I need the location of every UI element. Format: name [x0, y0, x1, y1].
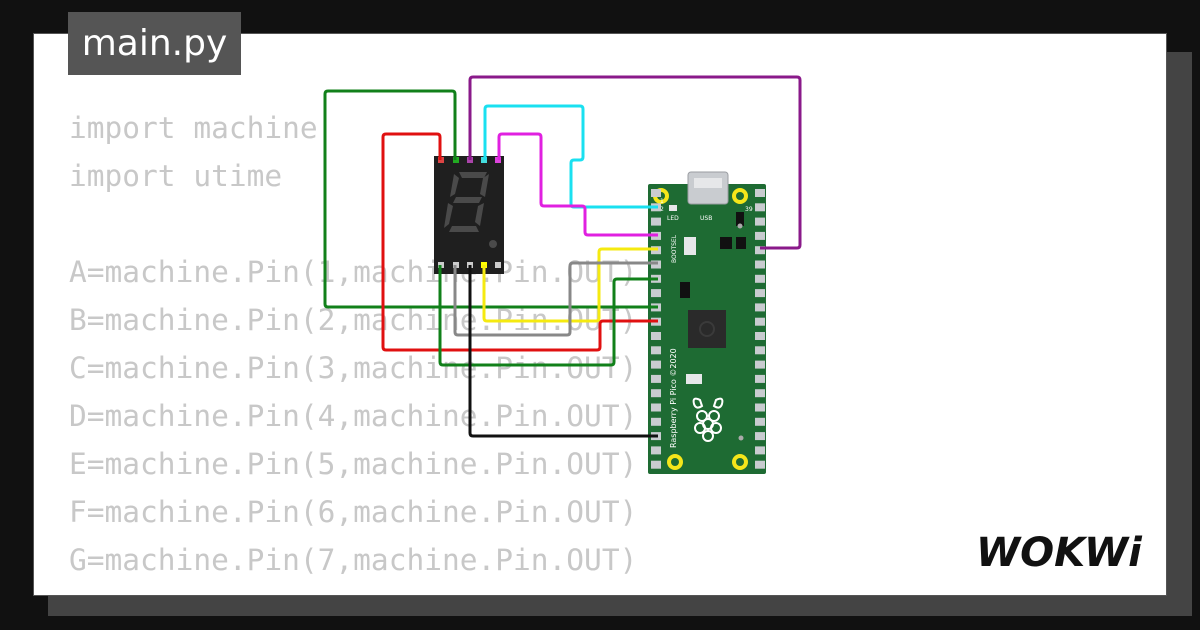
pin [651, 360, 661, 369]
pin-label-39: 39 [745, 206, 753, 213]
pin [651, 346, 661, 355]
code-line: C=machine.Pin(3,machine.Pin.OUT) [69, 351, 638, 385]
code-line: import utime [69, 159, 283, 193]
file-tab[interactable]: main.py [68, 12, 241, 75]
wire-yellow [482, 247, 658, 323]
led [669, 205, 677, 211]
code-line: while True: [69, 584, 637, 595]
pin [755, 289, 765, 298]
code-line: import machine [69, 111, 318, 145]
wire-purple [468, 75, 802, 250]
pin [755, 360, 765, 369]
wokwi-logo-text: WOKWi [976, 530, 1143, 576]
pin [755, 446, 765, 455]
wire-gray [453, 261, 658, 337]
code-line: F=machine.Pin(6,machine.Pin.OUT) [69, 495, 638, 529]
wire-green-top [323, 89, 658, 309]
code-line: G=machine.Pin(7,machine.Pin.OUT) [69, 543, 638, 577]
pin [755, 332, 765, 340]
pin-header-right [755, 189, 765, 469]
pin [651, 417, 661, 426]
wire-black [468, 265, 658, 438]
pin [755, 403, 765, 412]
pin [755, 189, 765, 197]
pin [651, 289, 661, 298]
pin [755, 303, 765, 312]
pin-label-2: 2 [660, 206, 664, 213]
pin [755, 317, 765, 326]
usb-label: USB [700, 215, 712, 222]
pin [651, 446, 661, 455]
pin [651, 217, 661, 226]
pin [651, 403, 661, 412]
board-silkscreen: Raspberry Pi Pico ©2020 [669, 348, 678, 448]
pin [755, 274, 765, 283]
pin [755, 203, 765, 212]
usb-port [694, 178, 722, 188]
code-line: D=machine.Pin(4,machine.Pin.OUT) [69, 399, 638, 433]
code-line: A=machine.Pin(1,machine.Pin.OUT) [69, 255, 638, 289]
wokwi-logo: WOKWi [973, 528, 1148, 582]
seven-segment-display [434, 156, 504, 274]
pin [755, 260, 765, 269]
pin [755, 231, 765, 240]
pin [755, 246, 765, 255]
wire-green-bottom [438, 265, 658, 367]
pin [755, 460, 765, 469]
pin [755, 417, 765, 426]
wire-magenta [497, 132, 658, 237]
pin [755, 346, 765, 355]
wokwi-logo-icon: WOKWi [976, 530, 1143, 576]
pin [651, 189, 661, 197]
pin [755, 432, 765, 441]
code-line: E=machine.Pin(5,machine.Pin.OUT) [69, 447, 638, 481]
pico-board: 1 2 39 LED USB BOOTSEL Raspberry Pi Pico… [648, 171, 766, 474]
bootsel-label: BOOTSEL [671, 234, 678, 263]
pin [651, 460, 661, 469]
wires [323, 75, 802, 438]
rp2040-chip [688, 310, 726, 348]
wire-red-top [381, 132, 658, 352]
pin [651, 389, 661, 398]
wire-cyan [483, 104, 658, 209]
pin [755, 389, 765, 398]
raspberry-logo-icon [692, 397, 724, 442]
pin [755, 217, 765, 226]
pin [651, 332, 661, 340]
pin-label-1: 1 [660, 198, 664, 205]
pin [755, 374, 765, 383]
pin [651, 374, 661, 383]
led-label: LED [667, 215, 679, 222]
